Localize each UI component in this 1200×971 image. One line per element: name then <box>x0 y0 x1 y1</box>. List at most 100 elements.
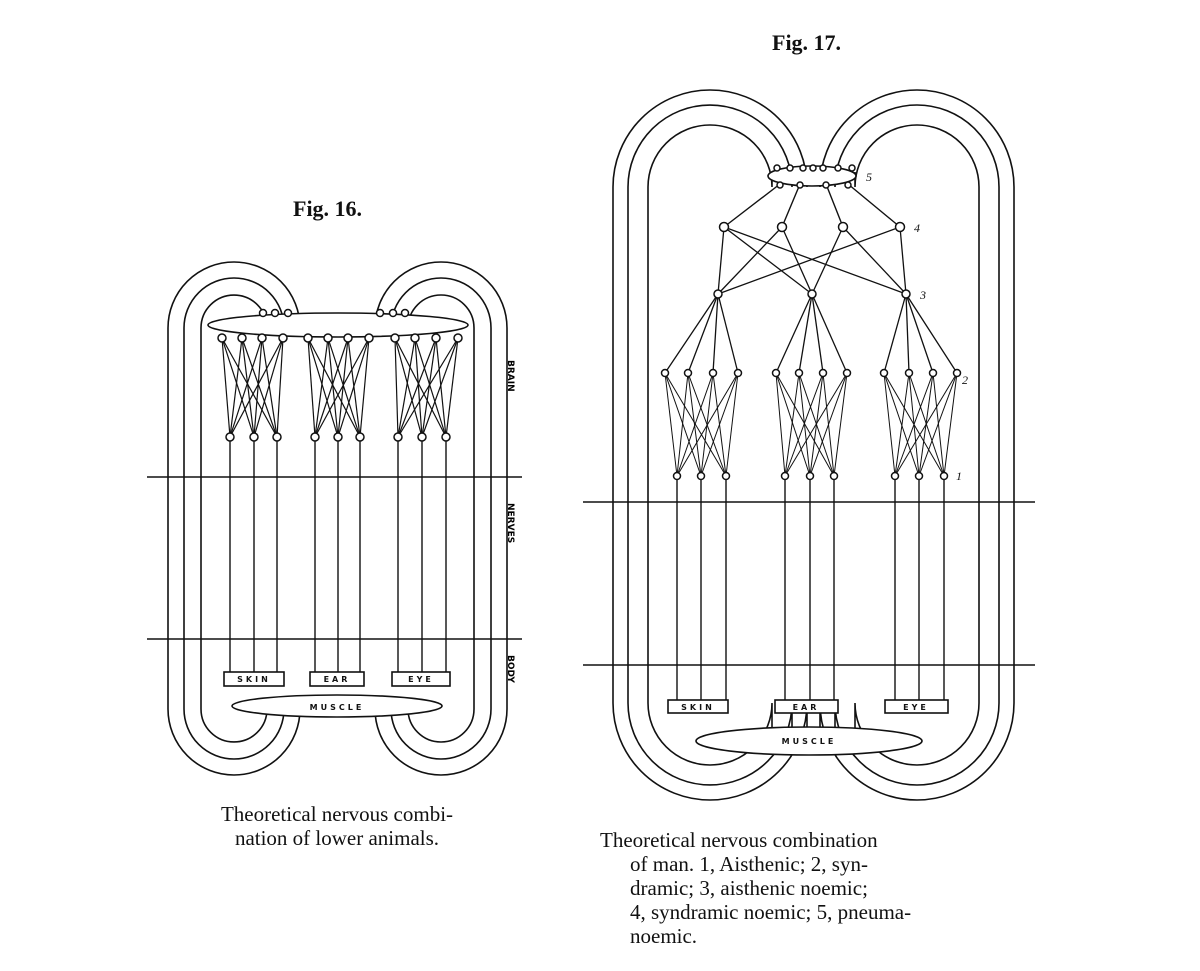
upper-node <box>278 333 288 343</box>
aisthenic-node <box>805 471 815 481</box>
nerve-loop-right <box>407 294 475 743</box>
nerve-fiber <box>894 372 910 477</box>
lower-node <box>355 432 365 442</box>
organ-eye-16: EYE <box>408 675 434 684</box>
syndramic-noemic-node <box>718 221 730 233</box>
ellipse-node <box>819 164 827 172</box>
nerve-fiber <box>775 372 811 477</box>
syndramic-node <box>794 368 804 378</box>
nerve-fiber <box>687 293 719 374</box>
level-label-4: 4 <box>914 221 920 235</box>
nerve-fiber <box>307 337 316 438</box>
nerve-fiber <box>781 226 813 295</box>
nerve-loop-right <box>390 277 492 760</box>
upper-node <box>364 333 374 343</box>
aisthenic-node <box>939 471 949 481</box>
syndramic-node <box>771 368 781 378</box>
nerve-loop-left <box>167 261 301 776</box>
nerve-fiber <box>905 293 958 374</box>
nerve-loop-left <box>647 124 773 766</box>
lower-node <box>310 432 320 442</box>
nerve-fiber <box>445 337 459 438</box>
organ-skin-16: SKIN <box>237 675 271 684</box>
caption-line: dramic; 3, aisthenic noemic; <box>630 876 868 900</box>
level-label-1: 1 <box>956 469 962 483</box>
nerve-fiber <box>883 293 907 374</box>
nerve-fiber <box>229 337 263 438</box>
fig16-diagram <box>147 261 522 776</box>
organ-eye-17: EYE <box>903 703 929 712</box>
nerve-fiber <box>894 372 934 477</box>
lower-node <box>225 432 235 442</box>
upper-node <box>343 333 353 343</box>
nerve-fiber <box>676 372 689 477</box>
nerve-fiber <box>842 226 907 295</box>
nerve-fiber <box>775 293 813 374</box>
nerve-fiber <box>241 337 278 438</box>
aisthenic-node <box>780 471 790 481</box>
nerve-fiber <box>833 372 848 477</box>
upper-node <box>390 333 400 343</box>
syndramic-node <box>683 368 693 378</box>
nerve-fiber <box>717 226 783 295</box>
nerve-fiber <box>809 372 848 477</box>
ellipse-node <box>822 181 830 189</box>
nerve-fiber <box>253 337 284 438</box>
fig17-diagram <box>583 89 1035 801</box>
nerve-fiber <box>221 337 255 438</box>
nerve-fiber <box>394 337 423 438</box>
nerve-fiber <box>414 337 423 438</box>
nerve-fiber <box>943 372 958 477</box>
syndramic-node <box>928 368 938 378</box>
muscle-ellipse <box>695 726 923 756</box>
caption-line: nation of lower animals. <box>234 826 440 850</box>
organ-box <box>391 671 451 687</box>
nerve-fiber <box>717 226 901 295</box>
nerve-loop-left <box>612 89 808 801</box>
aisthenic-node <box>672 471 682 481</box>
aisthenic-noemic-node <box>807 289 817 299</box>
fig16-title: Fig. 16. <box>293 196 363 221</box>
nerve-fiber <box>784 372 800 477</box>
fig16-region-labels: BRAIN NERVES BODY <box>505 360 515 683</box>
ellipse-node <box>799 164 807 172</box>
upper-node <box>217 333 227 343</box>
upper-node <box>453 333 463 343</box>
level-label-2: 2 <box>962 373 968 387</box>
nerve-fiber <box>261 337 278 438</box>
nerve-fiber <box>397 337 416 438</box>
ellipse-node <box>283 308 293 318</box>
nerve-fiber <box>825 183 844 228</box>
nerve-fiber <box>327 337 361 438</box>
nerve-fiber <box>700 372 739 477</box>
nerve-loop-right <box>834 104 1000 786</box>
aisthenic-node <box>696 471 706 481</box>
syndramic-node <box>733 368 743 378</box>
nerve-fiber <box>421 337 437 438</box>
nerve-fiber <box>899 226 907 295</box>
nerve-fiber <box>717 226 725 295</box>
nerve-fiber <box>781 183 801 228</box>
caption-line: noemic. <box>630 924 698 948</box>
ellipse-node <box>796 181 804 189</box>
ellipse-node <box>834 164 842 172</box>
caption-line: 4, syndramic noemic; 5, pneuma- <box>630 900 912 924</box>
aisthenic-noemic-node <box>713 289 723 299</box>
nerve-fiber <box>314 337 349 438</box>
ellipse-node <box>773 164 781 172</box>
syndramic-node <box>842 368 852 378</box>
aisthenic-node <box>721 471 731 481</box>
caption-line: Theoretical nervous combi- <box>220 802 454 826</box>
syndramic-node <box>708 368 718 378</box>
nerve-fiber <box>276 337 284 438</box>
nerve-fiber <box>847 183 901 228</box>
muscle-17: MUSCLE <box>782 737 837 746</box>
nerve-loop-left <box>200 294 268 743</box>
nerve-fiber <box>307 337 339 438</box>
nerve-fiber <box>394 337 399 438</box>
upper-node <box>323 333 333 343</box>
upper-node <box>257 333 267 343</box>
nerve-fiber <box>307 337 361 438</box>
muscle-ellipse <box>231 694 443 718</box>
aisthenic-node <box>890 471 900 481</box>
